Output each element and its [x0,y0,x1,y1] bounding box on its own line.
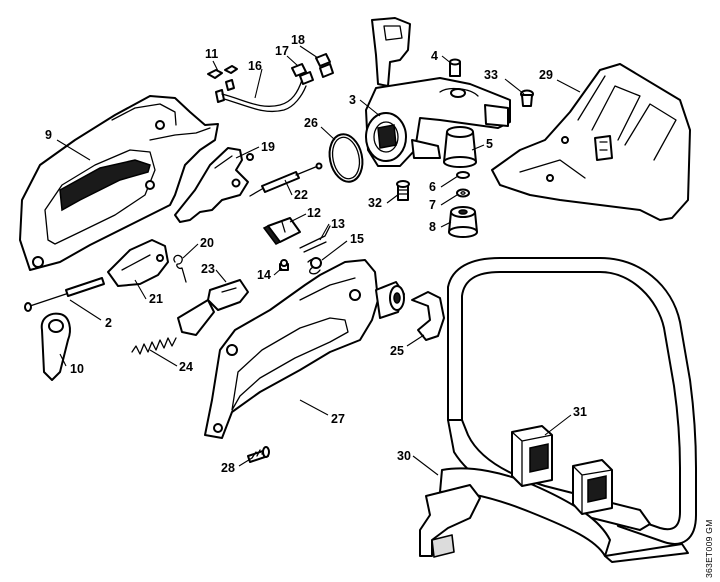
callout-5: 5 [486,137,493,151]
callout-15: 15 [350,232,364,246]
callout-labels: 11 18 17 16 4 33 29 3 9 26 19 5 6 22 32 … [45,33,587,475]
part-17-plug-connector [291,63,314,85]
part-20-spring [173,254,187,283]
callout-32: 32 [368,196,382,210]
callout-23: 23 [201,262,215,276]
callout-21: 21 [149,292,163,306]
part-29-cover-plate [491,63,691,221]
part-33-screw [520,89,534,107]
part-7-washer [456,188,470,198]
callout-27: 27 [331,412,345,426]
part-15-torsion-spring [307,257,322,275]
callout-24: 24 [179,360,193,374]
callout-14: 14 [257,268,271,282]
callout-22: 22 [294,188,308,202]
callout-28: 28 [221,461,235,475]
part-27-handle-housing-right [204,259,405,439]
part-24-compression-spring [131,337,177,355]
callout-18: 18 [291,33,305,47]
part-11-terminal [207,65,238,79]
callout-31: 31 [573,405,587,419]
callout-16: 16 [248,59,262,73]
part-16-wire-harness [215,79,307,113]
part-6-washer [456,171,470,179]
callout-30: 30 [397,449,411,463]
callout-33: 33 [484,68,498,82]
callout-12: 12 [307,206,321,220]
callout-19: 19 [261,140,275,154]
part-10-handle-lever [40,312,71,381]
callout-9: 9 [45,128,52,142]
leader-lines [56,45,581,476]
callout-3: 3 [349,93,356,107]
part-5-rubber-buffer [443,126,477,168]
callout-8: 8 [429,220,436,234]
callout-26: 26 [304,116,318,130]
callout-20: 20 [200,236,214,250]
callout-13: 13 [331,217,345,231]
part-2-pin [24,277,105,312]
part-18-connector-sleeve [315,53,334,78]
callout-6: 6 [429,180,436,194]
part-21-release-lever [107,239,169,287]
callout-11: 11 [205,47,218,61]
callout-25: 25 [390,344,404,358]
part-30-loop-handle [419,257,697,563]
part-12-contact-block [262,217,301,245]
part-4-dowel-pin [449,58,461,77]
document-code: 363ET009 GM [704,519,714,578]
part-23-lock-button [177,279,249,336]
part-13-contact-spring [299,225,331,253]
part-3-gear-housing [365,17,511,167]
callout-17: 17 [275,44,289,58]
part-32-screw [396,180,410,201]
callout-7: 7 [429,198,436,212]
callout-29: 29 [539,68,553,82]
part-19-switch-lever [174,147,254,223]
part-22-pin [249,162,323,197]
part-26-o-ring [328,133,364,183]
part-31-annular-buffer-block [511,425,613,515]
part-9-handle-housing-left [19,95,219,271]
callout-10: 10 [70,362,84,376]
part-25-retaining-clip [411,291,445,341]
callout-4: 4 [431,49,438,63]
callout-2: 2 [105,316,112,330]
part-28-screw [247,446,270,463]
part-8-annular-buffer [448,206,478,238]
